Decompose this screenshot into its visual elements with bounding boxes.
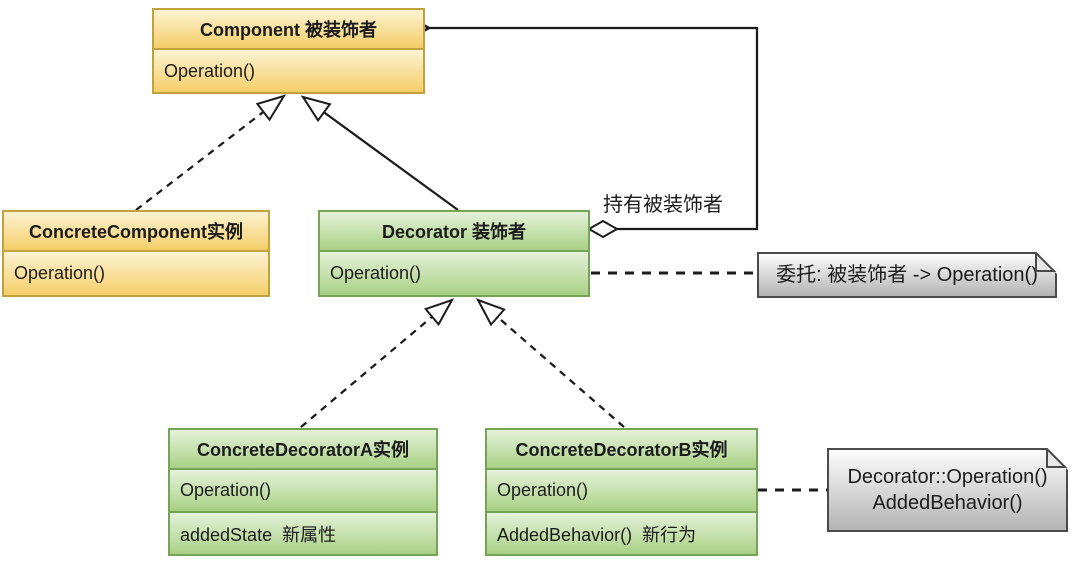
note-fold-icon [1046,448,1068,470]
aggregation-diamond [586,219,620,239]
class-member-decorator-a-operation: Operation() [170,468,436,511]
class-member-concrete-component-operation: Operation() [4,250,268,295]
class-box-concrete-decorator-b: ConcreteDecoratorB实例 Operation() AddedBe… [485,428,758,556]
class-member-decorator-b-added-behavior: AddedBehavior() 新行为 [487,511,756,554]
class-box-concrete-component: ConcreteComponent实例 Operation() [2,210,270,297]
note-behavior-line2: AddedBehavior() [872,492,1023,514]
class-member-decorator-b-operation: Operation() [487,468,756,511]
note-added-behavior: Decorator::Operation() AddedBehavior() [827,448,1068,532]
class-title-component: Component 被装饰者 [154,10,423,48]
class-title-concrete-component: ConcreteComponent实例 [4,212,268,250]
generalization-decorator-to-component [300,95,459,211]
note-fold-icon [1035,252,1057,274]
class-title-decorator: Decorator 装饰者 [320,212,588,250]
aggregation-edge-label: 持有被装饰者 [603,194,723,216]
class-member-component-operation: Operation() [154,48,423,92]
class-title-concrete-decorator-a: ConcreteDecoratorA实例 [170,430,436,468]
aggregation-decorator-to-component [406,14,759,231]
class-box-component: Component 被装饰者 Operation() [152,8,425,94]
note-behavior-line1: Decorator::Operation() [847,466,1048,488]
generalization-decorator-b-to-decorator [475,298,625,428]
class-member-decorator-a-added-state: addedState 新属性 [170,511,436,554]
class-box-decorator: Decorator 装饰者 Operation() [318,210,590,297]
class-box-concrete-decorator-a: ConcreteDecoratorA实例 Operation() addedSt… [168,428,438,556]
class-title-concrete-decorator-b: ConcreteDecoratorB实例 [487,430,756,468]
note-delegation: 委托: 被装饰者 -> Operation() [757,252,1057,298]
note-delegation-text: 委托: 被装饰者 -> Operation() [776,264,1038,286]
class-member-decorator-operation: Operation() [320,250,588,295]
generalization-decorator-a-to-decorator [300,298,455,428]
generalization-concrete-component-to-component [135,94,287,211]
